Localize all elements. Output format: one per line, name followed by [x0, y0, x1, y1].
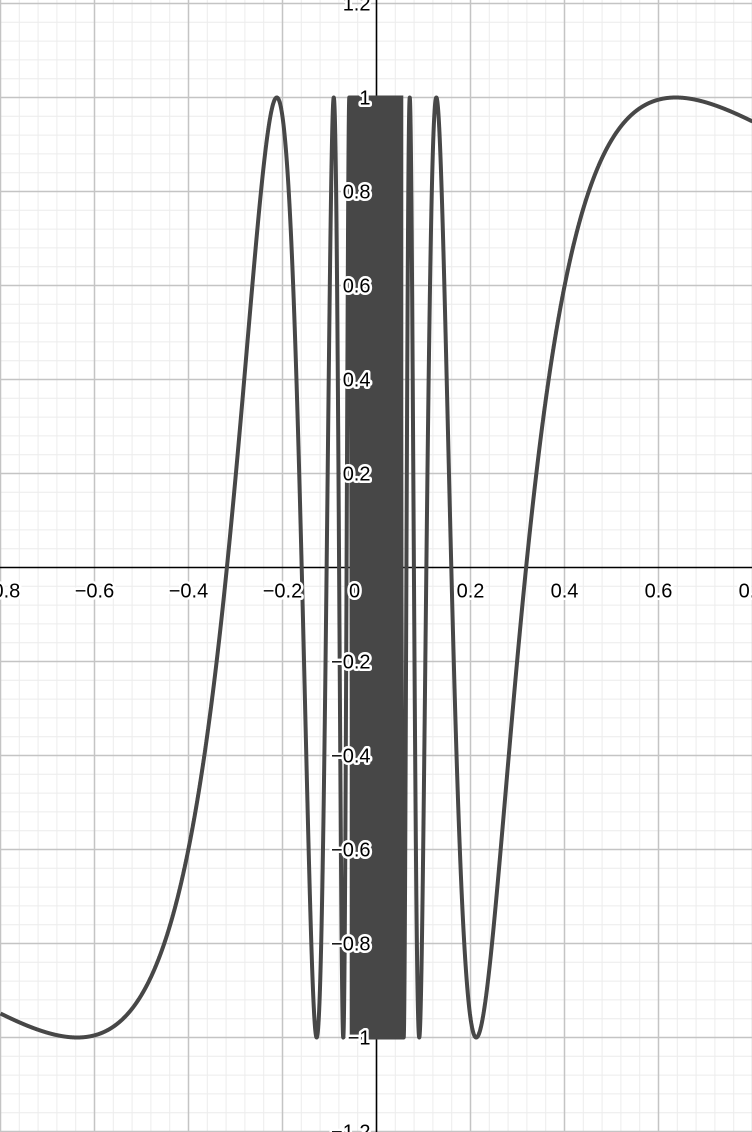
- function-curve-layer: [0, 95, 752, 1040]
- y-tick-label: 0.4: [343, 370, 371, 392]
- x-tick-label: 0: [349, 581, 360, 603]
- y-tick-label: 1: [359, 88, 370, 110]
- curve-left-branch: [0, 95, 377, 1040]
- y-tick-label: −0.6: [331, 840, 370, 862]
- x-tick-label: 0.2: [457, 581, 485, 603]
- y-tick-label: 0.6: [343, 276, 371, 298]
- x-tick-label: 0.4: [551, 581, 579, 603]
- y-tick-label: −0.4: [331, 746, 370, 768]
- y-tick-label: 0.2: [343, 464, 371, 486]
- x-tick-label: −0.2: [263, 581, 302, 603]
- y-tick-label: 0.8: [343, 182, 371, 204]
- curve-right-branch: [376, 95, 752, 1040]
- y-tick-label: −1.2: [331, 1122, 370, 1132]
- x-tick-label: −0.8: [0, 581, 20, 603]
- y-tick-label: −1: [348, 1028, 371, 1050]
- x-tick-label: 0.6: [645, 581, 673, 603]
- x-tick-label: −0.4: [169, 581, 208, 603]
- dense-oscillation-band: [349, 95, 404, 1040]
- y-tick-label: −0.2: [331, 652, 370, 674]
- x-tick-label: −0.6: [75, 581, 114, 603]
- y-tick-label: 1.2: [343, 0, 371, 16]
- x-tick-label: 0.8: [739, 581, 752, 603]
- y-tick-label: −0.8: [331, 934, 370, 956]
